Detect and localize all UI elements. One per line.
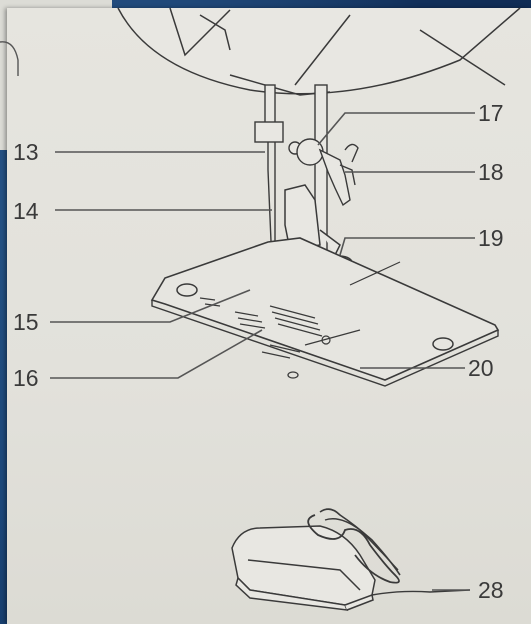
machine-head <box>117 7 521 96</box>
leader-line-16 <box>50 329 263 379</box>
callout-28: 28 <box>478 577 504 603</box>
leader-line-15 <box>50 289 251 323</box>
thread-guide <box>296 138 359 207</box>
callout-16: 16 <box>13 365 39 391</box>
foot-controller <box>231 508 471 611</box>
callout-13: 13 <box>13 139 39 165</box>
callout-17: 17 <box>478 100 504 126</box>
callout-15: 15 <box>13 309 39 335</box>
callout-18: 18 <box>478 159 504 185</box>
callout-20: 20 <box>468 355 494 381</box>
callout-19: 19 <box>478 225 504 251</box>
leader-line-17 <box>317 112 475 146</box>
needle-plate <box>150 237 500 387</box>
callout-14: 14 <box>13 198 39 224</box>
leader-line-19 <box>339 237 475 256</box>
corner-fragment-outline <box>0 41 19 76</box>
leader-lines <box>50 112 475 591</box>
